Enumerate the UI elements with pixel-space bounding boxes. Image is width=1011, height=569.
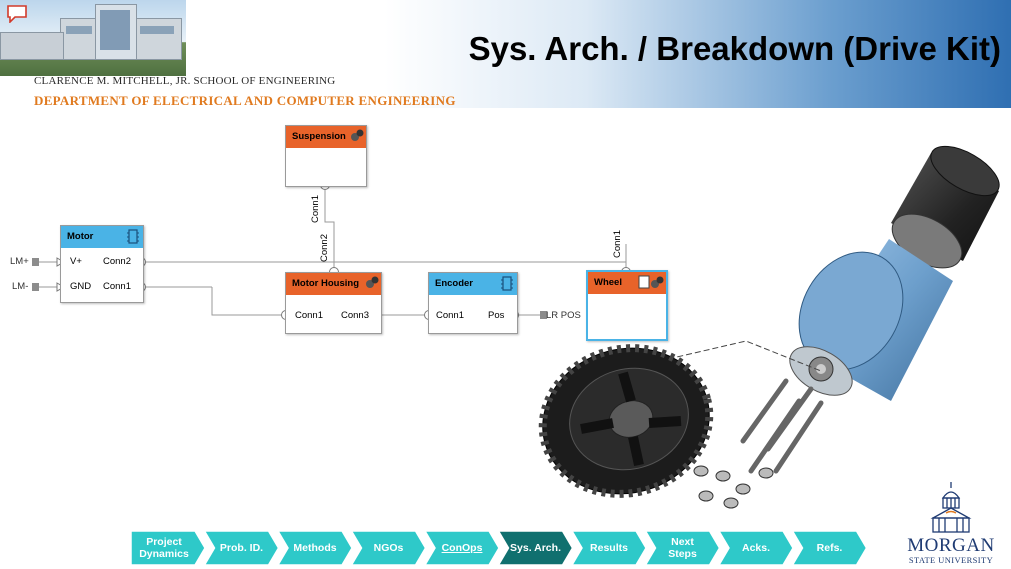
nav-item-conops[interactable]: ConOps <box>435 531 489 565</box>
nav-item-ngos[interactable]: NGOs <box>362 531 416 565</box>
wheel-tire <box>526 330 726 513</box>
motor-housing-block[interactable]: Motor Housing <box>285 272 382 334</box>
encoder-port-conn1: Conn1 <box>436 310 464 321</box>
motor-housing-port-conn3: Conn3 <box>341 310 369 321</box>
logo-subtitle: STATE UNIVERSITY <box>893 555 1009 565</box>
suspension-port-conn1: Conn1 <box>310 195 321 223</box>
motor-housing-port-conn2: Conn2 <box>319 234 330 262</box>
lm-plus-label: LM+ <box>10 256 29 267</box>
motor-housing-port-conn1: Conn1 <box>295 310 323 321</box>
morgan-logo: MORGAN STATE UNIVERSITY <box>893 480 1009 568</box>
nav-item-project-dynamics[interactable]: Project Dynamics <box>133 531 195 565</box>
nav-item-sys-arch[interactable]: Sys. Arch. <box>509 531 563 565</box>
building-dome-icon <box>893 480 1009 536</box>
encoder-port-pos: Pos <box>488 310 504 321</box>
drive-kit-exploded-view <box>511 131 1011 531</box>
motor-port-vplus: V+ <box>70 256 82 267</box>
nav-item-acks[interactable]: Acks. <box>729 531 783 565</box>
component-icon <box>127 229 139 244</box>
part-icon <box>350 128 364 142</box>
logo-name: MORGAN <box>893 535 1009 557</box>
lm-minus-label: LM- <box>12 281 28 292</box>
nav-item-methods[interactable]: Methods <box>288 531 342 565</box>
encoder-block[interactable]: Encoder <box>428 272 518 334</box>
nav-item-results[interactable]: Results <box>582 531 636 565</box>
motor-port-conn2: Conn2 <box>103 256 131 267</box>
nav-item-refs[interactable]: Refs. <box>803 531 857 565</box>
suspension-block[interactable]: Suspension <box>285 125 367 187</box>
nav-item-next-steps[interactable]: Next Steps <box>656 531 710 565</box>
part-icon <box>365 275 379 289</box>
motor-port-conn1: Conn1 <box>103 281 131 292</box>
nav-item-prob-id[interactable]: Prob. ID. <box>215 531 269 565</box>
motor-port-gnd: GND <box>70 281 91 292</box>
